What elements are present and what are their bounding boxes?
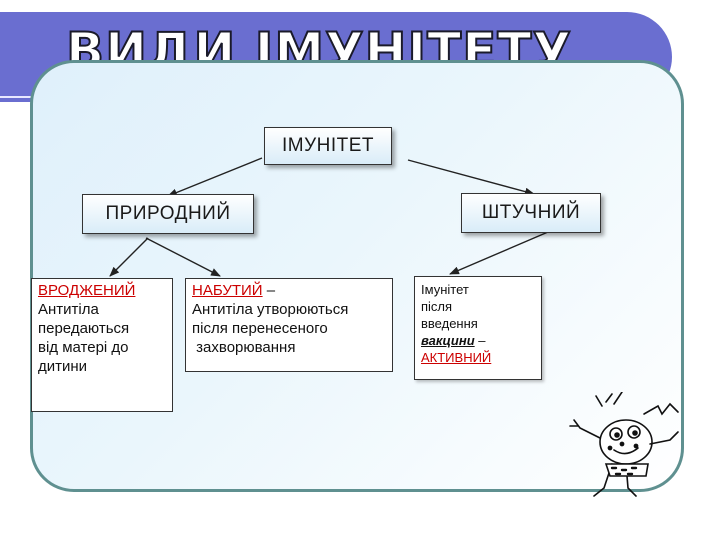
artificial-line-2: після — [421, 299, 453, 314]
innate-line-3: від матері до — [38, 339, 129, 356]
innate-box: ВРОДЖЕНИЙ Антитіла передаються від матер… — [31, 278, 173, 412]
artificial-box: ШТУЧНИЙ — [461, 193, 601, 233]
vaccine-word: вакцини — [421, 333, 475, 348]
arrow-natural-to-acquired — [145, 237, 221, 277]
arrow-artificial-to-desc — [449, 231, 549, 275]
acquired-dash: – — [262, 282, 276, 299]
natural-box: ПРИРОДНИЙ — [82, 194, 254, 234]
innate-line-4: дитини — [38, 358, 88, 375]
innate-label: ВРОДЖЕНИЙ — [38, 282, 136, 299]
artificial-line-3: введення — [421, 316, 478, 331]
innate-line-2: передаються — [38, 320, 130, 337]
natural-label: ПРИРОДНИЙ — [105, 203, 231, 224]
root-box: ІМУНІТЕТ — [264, 127, 392, 165]
acquired-line-2: після перенесеного — [192, 320, 328, 337]
acquired-box: НАБУТИЙ – Антитіла утворюються після пер… — [185, 278, 393, 372]
arrow-root-to-natural — [167, 157, 263, 197]
acquired-line-3: захворювання — [192, 339, 296, 356]
innate-line-1: Антитіла — [38, 301, 99, 318]
root-label: ІМУНІТЕТ — [281, 135, 375, 156]
artificial-label: ШТУЧНИЙ — [481, 202, 581, 223]
artificial-dash: – — [474, 333, 486, 348]
arrow-natural-to-innate — [109, 237, 149, 277]
arrow-root-to-artificial — [407, 159, 535, 196]
germ-cartoon-icon — [569, 392, 679, 497]
acquired-heading: НАБУТИЙ – — [192, 281, 386, 300]
artificial-line-1: Імунітет — [421, 282, 469, 297]
artificial-desc-box: Імунітет після введення вакцини – АКТИВН… — [414, 276, 542, 380]
artificial-line-4: вакцини – — [421, 332, 535, 349]
active-label: АКТИВНИЙ — [421, 350, 492, 365]
acquired-label: НАБУТИЙ — [192, 282, 263, 299]
acquired-line-1: Антитіла утворюються — [192, 301, 349, 318]
